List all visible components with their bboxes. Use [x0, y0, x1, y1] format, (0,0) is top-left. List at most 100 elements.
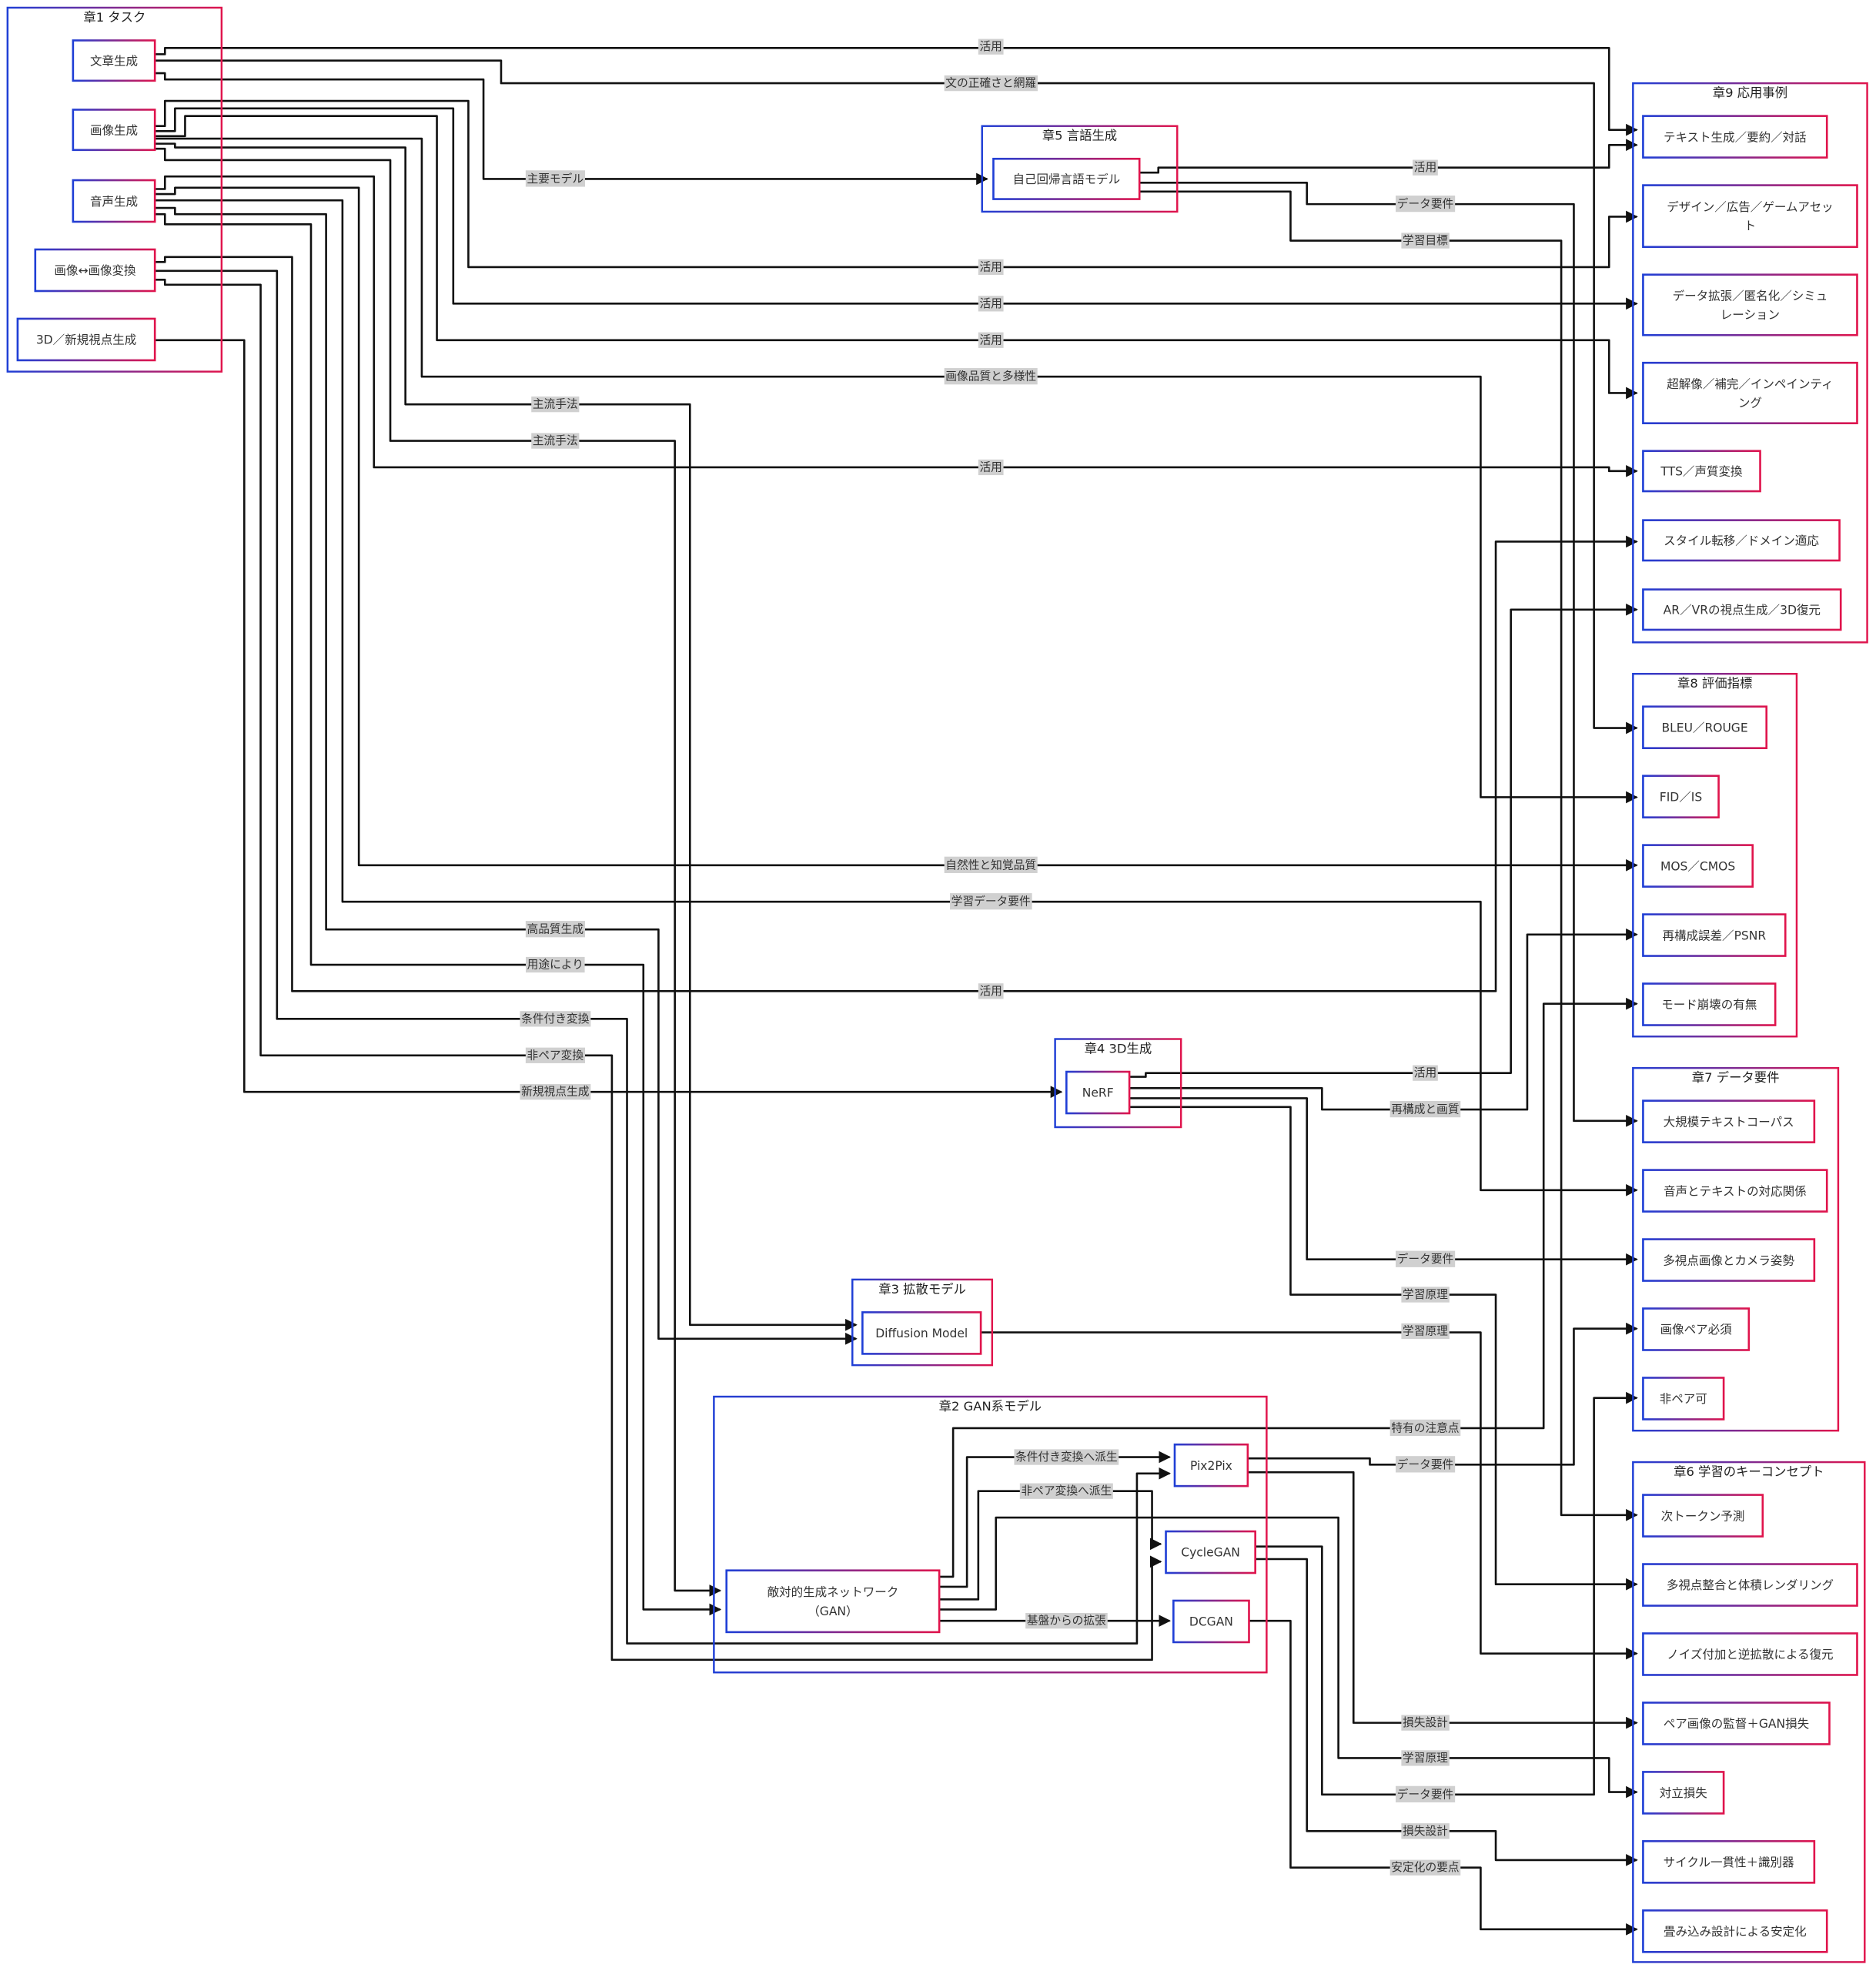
node[interactable]: 大規模テキストコーパス: [1642, 1099, 1816, 1143]
node[interactable]: 音声生成: [72, 179, 156, 223]
node-label: Diffusion Model: [875, 1327, 968, 1340]
node[interactable]: 次トークン予測: [1642, 1494, 1764, 1538]
edge-arrow: [1247, 1322, 1638, 1466]
node[interactable]: 画像ペア必須: [1642, 1307, 1751, 1351]
node-label: Pix2Pix: [1190, 1459, 1232, 1473]
node[interactable]: 多視点整合と体積レンダリング: [1642, 1563, 1858, 1607]
node[interactable]: NeRF: [1065, 1070, 1131, 1115]
edge-arrow: [1129, 1097, 1638, 1266]
node-label: DCGAN: [1189, 1615, 1233, 1629]
node-box: [1642, 1494, 1764, 1538]
edge-arrow: [981, 1331, 1638, 1660]
edge-label-bg: [1401, 1323, 1450, 1340]
edge-label-bg: [525, 170, 585, 187]
edge-label-bg: [978, 459, 1004, 476]
edge-label-bg: [1396, 1785, 1456, 1802]
node-box: [1172, 1599, 1250, 1644]
node-label: TTS／声質変換: [1660, 465, 1743, 479]
node[interactable]: AR／VRの視点生成／3D復元: [1642, 588, 1842, 631]
edge-label-text: 主流手法: [533, 398, 578, 411]
edge-label-bg: [1401, 1287, 1450, 1303]
node-box: [1642, 450, 1761, 493]
node[interactable]: 3D／新規視点生成: [16, 317, 156, 362]
edge-label-text: 画像品質と多様性: [945, 370, 1036, 383]
edge-label: 活用: [978, 459, 1004, 476]
node[interactable]: FID／IS: [1642, 775, 1720, 818]
edge-label-text: 活用: [979, 260, 1002, 273]
node[interactable]: Diffusion Model: [861, 1311, 982, 1355]
node[interactable]: スタイル転移／ドメイン適応: [1642, 519, 1841, 562]
node-box: [72, 109, 156, 152]
edge-label-bg: [525, 956, 585, 973]
node[interactable]: 音声とテキストの対応関係: [1642, 1169, 1828, 1213]
node-box: [1642, 1840, 1816, 1884]
node[interactable]: 畳み込み設計による安定化: [1642, 1909, 1828, 1953]
node[interactable]: 非ペア可: [1642, 1377, 1725, 1421]
edge-label: 再構成と画質: [1389, 1100, 1461, 1118]
node-box: [1642, 775, 1720, 818]
node[interactable]: Pix2Pix: [1173, 1443, 1249, 1487]
cluster-title: 章9 応用事例: [1713, 85, 1787, 100]
cluster: 章4 3D生成 NeRF: [1054, 1038, 1182, 1129]
cluster: 章7 データ要件大規模テキストコーパス音声とテキストの対応関係多視点画像とカメラ…: [1632, 1066, 1840, 1432]
node[interactable]: サイクル一貫性＋識別器: [1642, 1840, 1816, 1884]
edge-label: データ要件: [1396, 195, 1456, 212]
edge-label: 主要モデル: [525, 170, 585, 187]
edge-label: 学習目標: [1401, 233, 1450, 249]
node[interactable]: ペア画像の監督＋GAN損失: [1642, 1702, 1831, 1745]
edge-arrow: [155, 339, 1063, 1099]
node[interactable]: DCGAN: [1172, 1599, 1250, 1644]
node-label: データ拡張／匿名化／シミュ: [1673, 288, 1828, 303]
node[interactable]: 画像↔画像変換: [34, 248, 156, 293]
edge-arrow: [939, 1451, 1172, 1588]
node[interactable]: 文章生成: [72, 39, 156, 82]
cluster-border: [851, 1278, 994, 1367]
edge-label: 用途により: [525, 956, 585, 973]
node[interactable]: BLEU／ROUGE: [1642, 705, 1768, 750]
node[interactable]: TTS／声質変換: [1642, 450, 1761, 493]
edge-label-bg: [944, 856, 1038, 873]
cluster: 章8 評価指標BLEU／ROUGEFID／ISMOS／CMOS再構成誤差／PSN…: [1632, 672, 1798, 1038]
edge-label-text: 非ペア変換へ派生: [1021, 1484, 1112, 1497]
node[interactable]: 敵対的生成ネットワーク（GAN）: [725, 1569, 941, 1634]
node[interactable]: ノイズ付加と逆拡散による復元: [1642, 1632, 1858, 1676]
edge-label-text: 損失設計: [1403, 1825, 1448, 1838]
edge-arrow: [155, 72, 988, 186]
node[interactable]: テキスト生成／要約／対話: [1642, 115, 1828, 159]
node-box: [1173, 1443, 1249, 1487]
node[interactable]: 再構成誤差／PSNR: [1642, 913, 1787, 957]
node-label: FID／IS: [1660, 790, 1702, 804]
node[interactable]: MOS／CMOS: [1642, 844, 1754, 888]
node-label: 再構成誤差／PSNR: [1662, 929, 1766, 942]
node-label: 次トークン予測: [1661, 1509, 1745, 1523]
node[interactable]: モード崩壊の有無: [1642, 982, 1777, 1026]
node-box: [1642, 361, 1858, 425]
edge-label-bg: [978, 259, 1004, 276]
edge-label-text: 特有の注意点: [1391, 1421, 1459, 1434]
node[interactable]: 対立損失: [1642, 1771, 1725, 1815]
node-label: CycleGAN: [1181, 1546, 1240, 1560]
edge-label-text: 活用: [979, 297, 1002, 310]
edge-label: 自然性と知覚品質: [944, 856, 1038, 873]
edge-label-text: 学習原理: [1403, 1324, 1448, 1337]
edge-label-text: 文の正確さと網羅: [945, 77, 1036, 90]
node-box: [1642, 1307, 1751, 1351]
node[interactable]: 多視点画像とカメラ姿勢: [1642, 1238, 1816, 1282]
node[interactable]: CycleGAN: [1165, 1530, 1256, 1574]
edge-label-text: 活用: [979, 460, 1002, 474]
edge-label-bg: [1389, 1100, 1461, 1118]
edge-label-text: データ要件: [1397, 1457, 1454, 1471]
node-label: デザイン／広告／ゲームアセッ: [1667, 199, 1833, 214]
cluster-title: 章4 3D生成: [1085, 1042, 1152, 1056]
node[interactable]: 画像生成: [72, 109, 156, 152]
node[interactable]: 自己回帰言語モデル: [992, 157, 1141, 200]
node-label: 画像↔画像変換: [54, 264, 136, 278]
node-label: ト: [1744, 219, 1757, 233]
node-box: [1642, 1169, 1828, 1213]
